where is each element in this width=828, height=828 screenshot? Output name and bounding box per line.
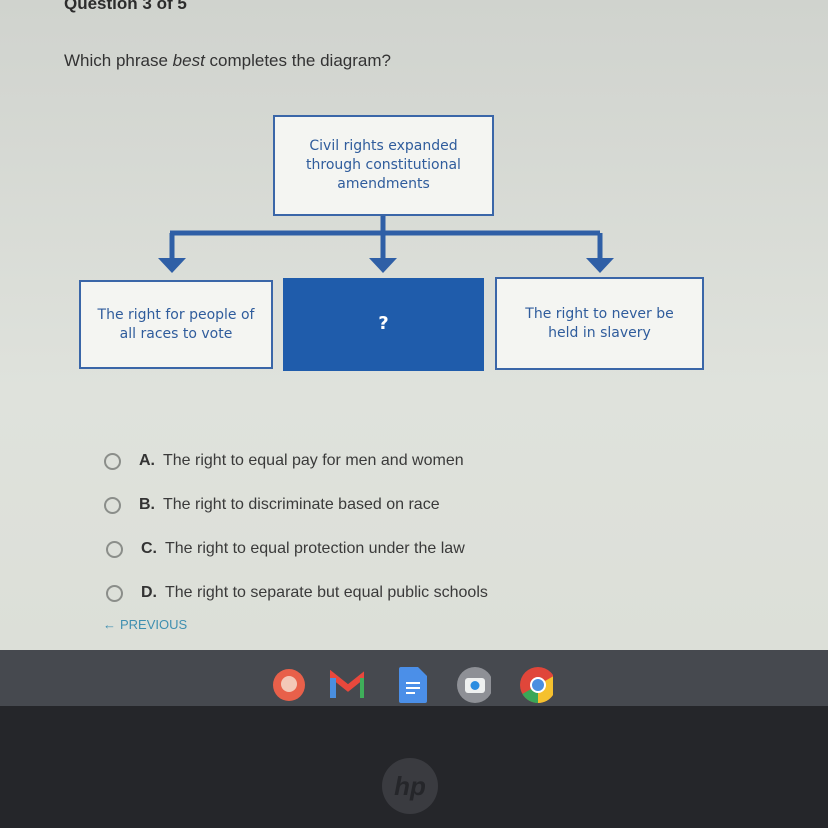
answer-option-b[interactable]: B.The right to discriminate based on rac… bbox=[104, 496, 440, 514]
arrow-down-icon bbox=[369, 258, 397, 273]
diagram-right-box: The right to never be held in slavery bbox=[495, 277, 704, 370]
diagram-top-box: Civil rights expanded through constituti… bbox=[273, 115, 494, 216]
question-counter: Question 3 of 5 bbox=[64, 0, 187, 13]
quiz-screen: Question 3 of 5 Which phrase best comple… bbox=[0, 0, 828, 650]
question-prompt: Which phrase best completes the diagram? bbox=[64, 51, 391, 70]
gmail-icon[interactable] bbox=[330, 668, 364, 702]
radio-button[interactable] bbox=[104, 452, 121, 470]
docs-icon[interactable] bbox=[396, 667, 430, 703]
answer-option-a[interactable]: A.The right to equal pay for men and wom… bbox=[104, 452, 464, 470]
arrow-left-icon: ← bbox=[103, 617, 116, 632]
arrow-down-icon bbox=[586, 258, 614, 273]
previous-button[interactable]: ←PREVIOUS bbox=[103, 617, 188, 632]
hp-logo: hp bbox=[382, 758, 438, 814]
radio-button[interactable] bbox=[106, 540, 123, 558]
camera-icon[interactable] bbox=[457, 667, 491, 703]
canvas-icon[interactable] bbox=[272, 668, 306, 702]
emphasis: best bbox=[172, 51, 205, 70]
diagram-missing-box: ? bbox=[283, 278, 484, 371]
arrow-down-icon bbox=[158, 258, 186, 273]
radio-button[interactable] bbox=[106, 584, 123, 602]
answer-option-c[interactable]: C.The right to equal protection under th… bbox=[106, 540, 465, 558]
diagram-connectors bbox=[158, 215, 614, 273]
answer-option-d[interactable]: D.The right to separate but equal public… bbox=[106, 584, 488, 602]
diagram-left-box: The right for people of all races to vot… bbox=[79, 280, 273, 369]
radio-button[interactable] bbox=[104, 496, 121, 514]
chrome-icon[interactable] bbox=[519, 667, 553, 703]
